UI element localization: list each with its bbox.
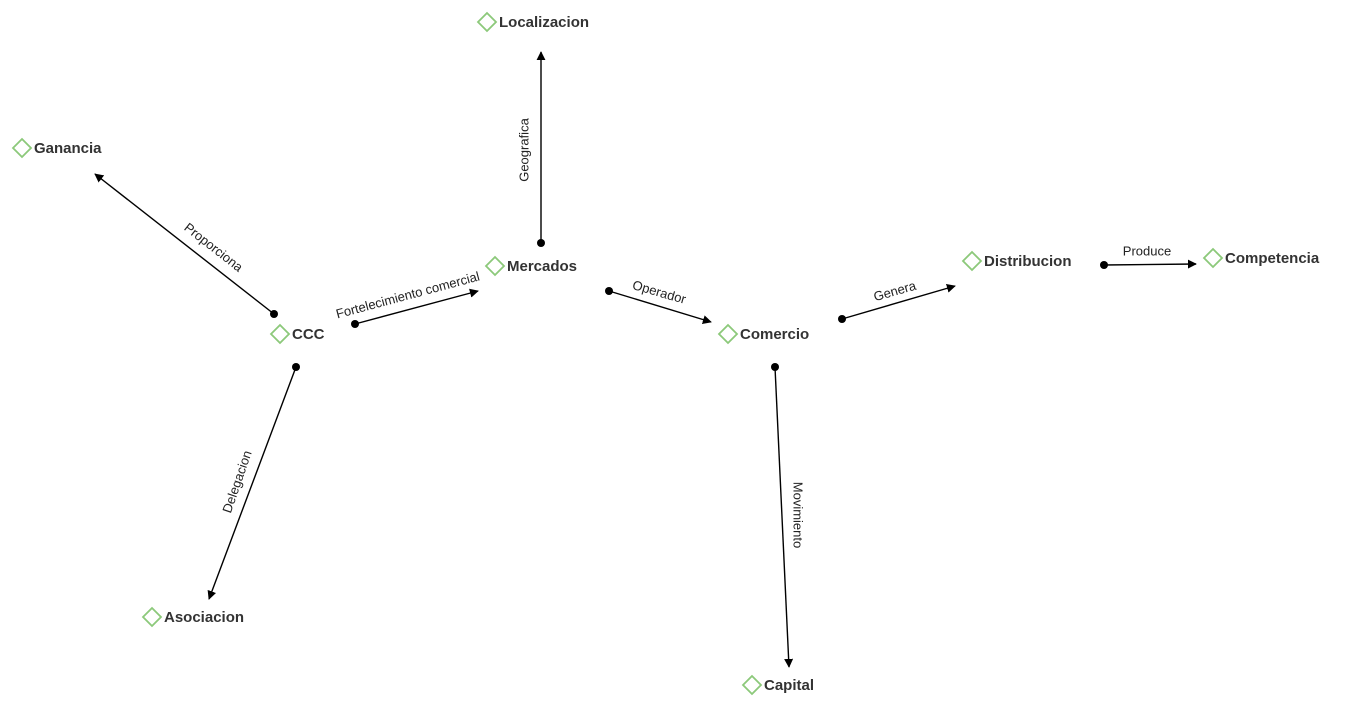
edge-arrow-line[interactable] <box>1103 259 1197 269</box>
edge-start-dot <box>1100 261 1108 269</box>
edge-comercio-distribucion: Genera <box>838 278 956 323</box>
node-diamond-icon <box>484 255 506 277</box>
node-competencia[interactable]: Competencia <box>1202 247 1320 269</box>
node-label: Distribucion <box>984 253 1072 270</box>
edge-label[interactable]: Movimiento <box>791 482 806 548</box>
node-asociacion[interactable]: Asociacion <box>141 606 244 628</box>
node-comercio[interactable]: Comercio <box>717 323 809 345</box>
edge-arrow-line[interactable] <box>354 288 479 325</box>
node-diamond-icon <box>717 323 739 345</box>
edge-start-dot <box>838 315 846 323</box>
edge-start-dot <box>771 363 779 371</box>
edge-label[interactable]: Produce <box>1123 243 1171 258</box>
edge-start-dot <box>292 363 300 371</box>
node-label: Localizacion <box>499 14 589 31</box>
node-ganancia[interactable]: Ganancia <box>11 137 102 159</box>
edge-label[interactable]: Delegacion <box>219 448 254 514</box>
node-label: Competencia <box>1225 250 1320 267</box>
node-diamond-icon <box>961 250 983 272</box>
node-diamond-icon <box>269 323 291 345</box>
node-diamond-icon <box>476 11 498 33</box>
node-ccc[interactable]: CCC <box>269 323 325 345</box>
edge-label[interactable]: Genera <box>872 278 919 305</box>
edge-start-dot <box>605 287 613 295</box>
edge-mercados-comercio: Operador <box>605 277 712 324</box>
node-label: Asociacion <box>164 609 244 626</box>
node-label: Capital <box>764 677 814 694</box>
edge-label[interactable]: Geografica <box>516 117 531 181</box>
edge-ccc-ganancia: Proporciona <box>94 173 278 318</box>
node-mercados[interactable]: Mercados <box>484 255 577 277</box>
node-capital[interactable]: Capital <box>741 674 814 696</box>
edge-ccc-asociacion: Delegacion <box>207 363 300 600</box>
node-diamond-icon <box>741 674 763 696</box>
node-diamond-icon <box>1202 247 1224 269</box>
edge-start-dot <box>270 310 278 318</box>
edge-arrow-line[interactable] <box>608 290 712 324</box>
edge-arrow-line[interactable] <box>94 173 275 315</box>
edge-label[interactable]: Operador <box>631 277 689 307</box>
edge-mercados-localizacion: Geografica <box>516 51 546 247</box>
node-distribucion[interactable]: Distribucion <box>961 250 1072 272</box>
edge-distribucion-competencia: Produce <box>1100 243 1197 269</box>
node-diamond-icon <box>11 137 33 159</box>
node-label: CCC <box>292 326 325 343</box>
node-localizacion[interactable]: Localizacion <box>476 11 589 33</box>
edge-ccc-mercados: Fortelecimiento comercial <box>334 269 481 328</box>
node-label: Mercados <box>507 258 577 275</box>
edge-arrow-line[interactable] <box>841 283 956 320</box>
edge-arrow-line[interactable] <box>207 366 297 600</box>
edge-comercio-capital: Movimiento <box>771 363 806 668</box>
node-label: Comercio <box>740 326 809 343</box>
edge-start-dot <box>351 320 359 328</box>
edge-arrow-line[interactable] <box>774 366 794 668</box>
edge-label[interactable]: Fortelecimiento comercial <box>334 269 481 322</box>
node-diamond-icon <box>141 606 163 628</box>
edge-start-dot <box>537 239 545 247</box>
node-label: Ganancia <box>34 140 102 157</box>
